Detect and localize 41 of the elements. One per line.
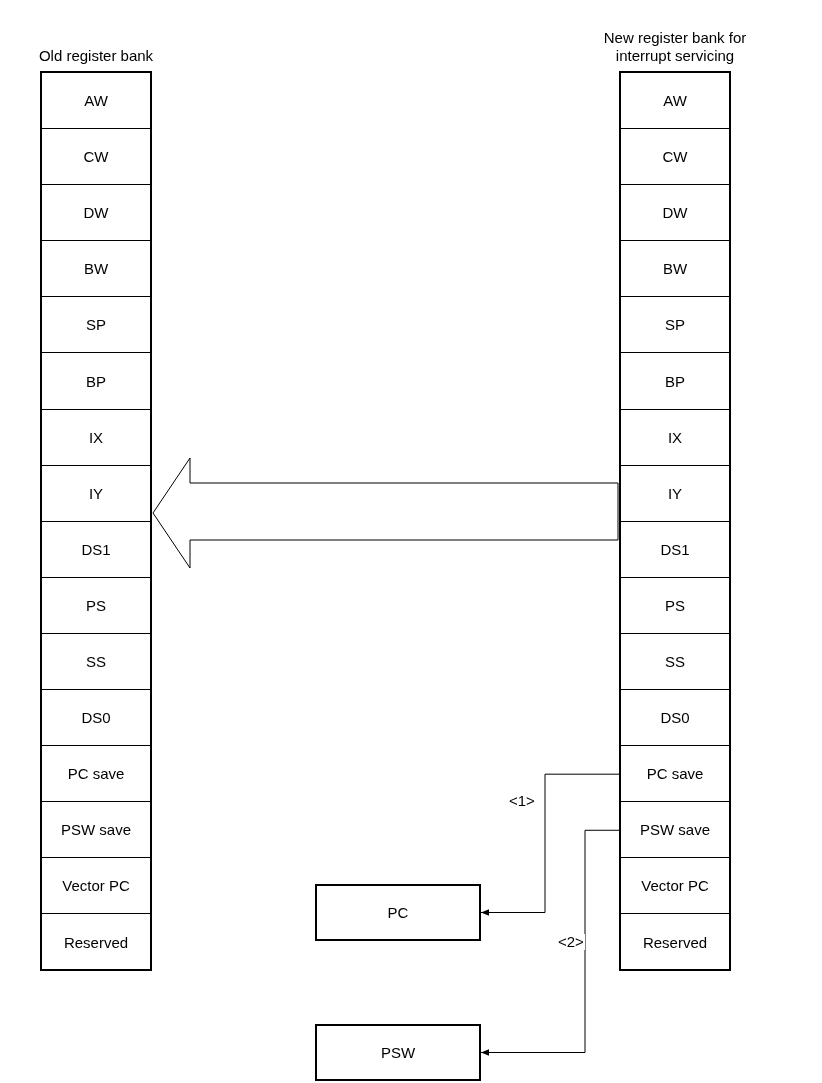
register-cell: BP — [621, 353, 729, 410]
register-cell: AW — [42, 73, 150, 130]
register-cell: BW — [621, 241, 729, 298]
register-cell: Reserved — [621, 914, 729, 971]
register-cell: SS — [621, 633, 729, 691]
register-cell: DS1 — [42, 521, 150, 578]
register-cell: DS0 — [42, 690, 150, 747]
register-cell: DS0 — [621, 690, 729, 747]
edge-label: <2> — [557, 934, 585, 950]
register-cell: IY — [621, 465, 729, 522]
register-cell: Vector PC — [42, 858, 150, 915]
hollow-arrow — [152, 457, 619, 569]
arrow — [480, 829, 622, 1056]
register-cell: PS — [621, 577, 729, 634]
edge-label: <1> — [508, 793, 536, 809]
register-cell: SP — [42, 297, 150, 354]
register-cell: PSW save — [621, 802, 729, 859]
register-cell: DW — [621, 185, 729, 242]
register-cell: Reserved — [42, 914, 150, 971]
register-cell: Vector PC — [621, 858, 729, 915]
bank-heading: Old register bank — [37, 47, 155, 65]
register-cell: DW — [42, 185, 150, 242]
register-box: PC — [315, 884, 481, 941]
register-cell: PC save — [42, 746, 150, 803]
arrow — [480, 773, 622, 916]
register-box: PSW — [315, 1024, 481, 1081]
register-cell: BP — [42, 353, 150, 410]
register-cell: SS — [42, 633, 150, 691]
register-cell: IX — [42, 409, 150, 466]
bank-heading: New register bank for interrupt servicing — [602, 29, 748, 65]
register-cell: PC save — [621, 746, 729, 803]
register-cell: IY — [42, 465, 150, 522]
register-cell: DS1 — [621, 521, 729, 578]
register-cell: BW — [42, 241, 150, 298]
register-cell: CW — [621, 129, 729, 186]
register-cell: SP — [621, 297, 729, 354]
register-cell: CW — [42, 129, 150, 186]
register-cell: AW — [621, 73, 729, 130]
register-cell: PS — [42, 577, 150, 634]
register-cell: IX — [621, 409, 729, 466]
register-cell: PSW save — [42, 802, 150, 859]
